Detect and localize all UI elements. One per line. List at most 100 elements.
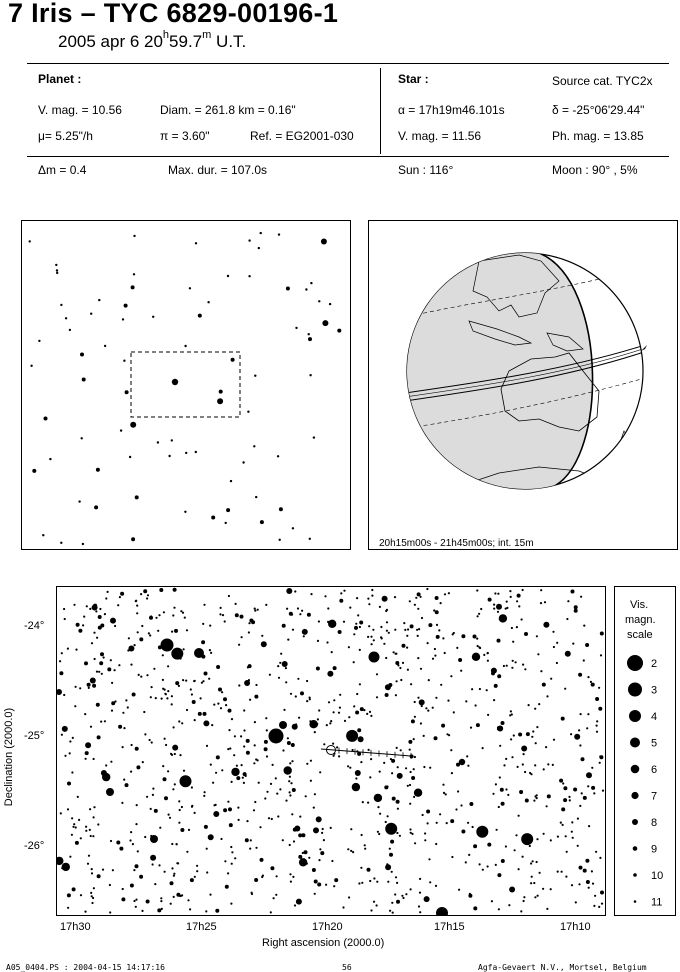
star-dot — [598, 905, 601, 908]
star-dot — [410, 683, 413, 686]
star-dot — [163, 870, 166, 873]
star-dot — [369, 776, 372, 779]
star-dot — [136, 604, 139, 607]
asia-coast — [472, 254, 560, 318]
star-dot — [119, 429, 123, 432]
star-dot — [591, 785, 596, 790]
star-dot — [447, 592, 450, 595]
legend-label: 9 — [651, 844, 657, 856]
star-dot — [343, 589, 346, 592]
star-dot — [277, 665, 280, 668]
star-dot — [181, 722, 184, 725]
star-dot — [295, 898, 302, 905]
star-dot — [409, 888, 412, 891]
star-dot — [190, 786, 193, 789]
star-dot — [296, 607, 300, 610]
star-dot — [160, 697, 163, 700]
star-dot — [193, 811, 196, 814]
star-dot — [147, 632, 150, 635]
star-dot — [238, 684, 241, 687]
star-dot — [298, 854, 303, 859]
star-dot — [260, 641, 267, 648]
star-dot — [133, 869, 136, 872]
star-dot — [189, 908, 192, 911]
star-dot — [189, 688, 192, 691]
star-dot — [505, 664, 508, 667]
star-dot — [366, 712, 369, 715]
star-dot — [373, 877, 376, 880]
star-dot — [213, 811, 220, 817]
star-dot — [286, 741, 291, 745]
star-dot — [370, 635, 373, 638]
star-dot — [240, 735, 243, 738]
star-dot — [78, 818, 81, 821]
star-dot — [134, 746, 139, 751]
star-dot — [69, 740, 72, 743]
star-dot — [399, 666, 402, 670]
planet-diameter: Diam. = 261.8 km = 0.16" — [160, 103, 296, 117]
star-dot — [347, 765, 350, 768]
star-dot — [85, 742, 92, 749]
star-dot — [395, 661, 400, 665]
star-dot — [87, 686, 90, 689]
star-dot — [539, 602, 543, 605]
star-dot — [536, 894, 539, 897]
star-dot — [181, 611, 185, 614]
max-duration: Max. dur. = 107.0s — [168, 163, 268, 177]
star-dot — [582, 659, 585, 662]
star-dot — [486, 652, 489, 655]
star-dot — [243, 709, 246, 712]
star-dot — [103, 613, 106, 616]
star-dot — [38, 339, 41, 343]
star-dot — [161, 678, 164, 681]
star-dot — [441, 723, 446, 728]
star-dot — [485, 689, 488, 692]
star-dot — [96, 735, 101, 740]
star-dot — [409, 828, 412, 831]
star-dot — [121, 801, 124, 804]
star-dot — [243, 729, 246, 732]
star-dot — [150, 741, 153, 744]
ytick-label: -25° — [24, 730, 45, 742]
star-dot — [80, 352, 84, 357]
star-dot — [444, 793, 447, 796]
star-dot — [96, 636, 99, 639]
star-dot — [125, 699, 128, 702]
star-dot — [124, 783, 129, 788]
star-dot — [130, 831, 133, 834]
planet-motion: μ= 5.25"/h — [38, 129, 93, 143]
star-dot — [141, 761, 144, 764]
star-dot — [385, 864, 392, 871]
star-dot — [416, 628, 419, 631]
star-dot — [190, 693, 193, 696]
star-dot — [578, 865, 583, 870]
star-dot — [573, 605, 578, 610]
star-dot — [57, 689, 62, 695]
star-dot — [146, 674, 149, 677]
star-dot — [221, 691, 224, 694]
star-dot — [325, 883, 328, 886]
star-dot — [151, 863, 154, 866]
star-dot — [564, 835, 567, 838]
star-dot — [565, 850, 568, 853]
star-dot — [389, 852, 393, 857]
star-dot — [240, 764, 243, 767]
star-dot — [426, 642, 429, 645]
star-dot — [89, 808, 92, 811]
star-dot — [595, 697, 600, 701]
star-dot — [134, 905, 137, 908]
star-dot — [297, 677, 300, 680]
star-dot — [213, 703, 216, 706]
path-direction-arrow — [641, 345, 647, 351]
star-dot — [184, 344, 187, 348]
star-dot — [164, 693, 167, 696]
star-dot — [358, 648, 361, 651]
star-dot — [320, 238, 327, 245]
star-dot — [329, 722, 332, 725]
star-dot — [247, 631, 250, 634]
star-dot — [120, 591, 125, 596]
star-dot — [440, 683, 443, 686]
star-dot — [419, 911, 422, 914]
star-dot — [598, 706, 603, 711]
terminator — [538, 253, 594, 489]
